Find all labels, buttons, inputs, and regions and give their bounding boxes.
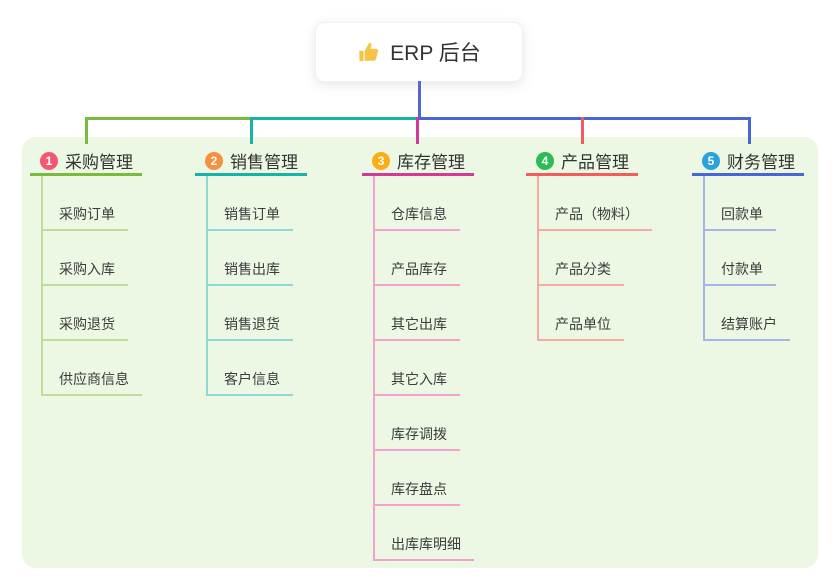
branch-number-badge: 2 [205, 151, 223, 170]
child-node[interactable]: 产品（物料） [539, 176, 652, 231]
branch-underline [30, 173, 142, 176]
thumbs-up-icon [359, 42, 379, 61]
child-node[interactable]: 其它出库 [375, 286, 460, 341]
root-connector-line [418, 81, 421, 118]
child-node[interactable]: 销售退货 [208, 286, 293, 341]
child-node[interactable]: 销售出库 [208, 231, 293, 286]
branch-children: 采购订单 采购入库 采购退货 供应商信息 [41, 176, 142, 396]
child-node[interactable]: 库存调拨 [375, 396, 460, 451]
branch-title-inventory[interactable]: 3 库存管理 [362, 148, 474, 173]
branch-title-label: 销售管理 [230, 153, 298, 172]
child-node[interactable]: 产品库存 [375, 231, 460, 286]
branch-number-badge: 1 [40, 151, 58, 170]
child-node[interactable]: 库存盘点 [375, 451, 460, 506]
branch-underline [692, 173, 804, 176]
branches-panel [22, 137, 818, 568]
root-node[interactable]: ERP 后台 [315, 22, 523, 82]
root-node-label: ERP 后台 [390, 42, 481, 65]
branch-title-sales[interactable]: 2 销售管理 [195, 148, 307, 173]
branch-title-finance[interactable]: 5 财务管理 [692, 148, 804, 173]
branch5-connector-line [418, 117, 751, 120]
branch5-drop-line [748, 117, 751, 144]
branch-children: 销售订单 销售出库 销售退货 客户信息 [206, 176, 293, 396]
branch-children: 回款单 付款单 结算账户 [703, 176, 790, 341]
child-node[interactable]: 出库库明细 [375, 506, 474, 561]
branch2-drop-line [250, 117, 253, 144]
branch-node-purchase: 1 采购管理 采购订单 采购入库 采购退货 供应商信息 [30, 148, 142, 396]
child-node[interactable]: 销售订单 [208, 176, 293, 231]
branch2-connector-line [251, 117, 418, 120]
branch-number-badge: 5 [702, 151, 720, 170]
child-node[interactable]: 产品单位 [539, 286, 624, 341]
branch-title-product[interactable]: 4 产品管理 [526, 148, 652, 173]
child-node[interactable]: 其它入库 [375, 341, 460, 396]
branch-underline [195, 173, 307, 176]
child-node[interactable]: 采购订单 [43, 176, 128, 231]
branch-number-badge: 3 [372, 151, 390, 170]
branch-title-label: 财务管理 [727, 153, 795, 172]
branch1-connector-line [85, 117, 251, 120]
child-node[interactable]: 供应商信息 [43, 341, 142, 396]
branch-number-badge: 4 [536, 151, 554, 170]
branch-title-label: 产品管理 [561, 153, 629, 172]
branch-underline [362, 173, 474, 176]
branch-title-label: 采购管理 [65, 153, 133, 172]
branch-node-inventory: 3 库存管理 仓库信息 产品库存 其它出库 其它入库 库存调拨 库存盘点 出库库… [362, 148, 474, 561]
child-node[interactable]: 回款单 [705, 176, 776, 231]
child-node[interactable]: 采购入库 [43, 231, 128, 286]
child-node[interactable]: 采购退货 [43, 286, 128, 341]
child-node[interactable]: 产品分类 [539, 231, 624, 286]
branch4-drop-line [581, 117, 584, 144]
branch-children: 仓库信息 产品库存 其它出库 其它入库 库存调拨 库存盘点 出库库明细 [373, 176, 474, 561]
branch-children: 产品（物料） 产品分类 产品单位 [537, 176, 652, 341]
child-node[interactable]: 付款单 [705, 231, 776, 286]
child-node[interactable]: 仓库信息 [375, 176, 460, 231]
branch-node-finance: 5 财务管理 回款单 付款单 结算账户 [692, 148, 804, 341]
branch1-drop-line [85, 117, 88, 144]
child-node[interactable]: 客户信息 [208, 341, 293, 396]
branch3-drop-line [416, 117, 419, 144]
branch-title-label: 库存管理 [397, 153, 465, 172]
branch-node-sales: 2 销售管理 销售订单 销售出库 销售退货 客户信息 [195, 148, 307, 396]
branch-node-product: 4 产品管理 产品（物料） 产品分类 产品单位 [526, 148, 652, 341]
branch-title-purchase[interactable]: 1 采购管理 [30, 148, 142, 173]
child-node[interactable]: 结算账户 [705, 286, 790, 341]
branch-underline [526, 173, 638, 176]
